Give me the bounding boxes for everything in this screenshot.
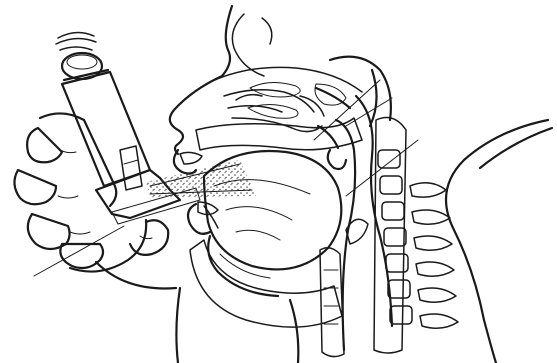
neck-front <box>176 288 298 363</box>
spray-plume <box>146 160 256 198</box>
pharynx <box>318 96 392 350</box>
nasal-cavity <box>206 14 362 132</box>
turbinates <box>248 82 346 118</box>
spinous-processes <box>410 183 458 328</box>
neck-back-outline <box>446 120 552 363</box>
motion-arcs <box>56 32 96 50</box>
skull-base <box>316 57 391 126</box>
larynx <box>320 248 344 357</box>
jaw <box>190 240 342 327</box>
